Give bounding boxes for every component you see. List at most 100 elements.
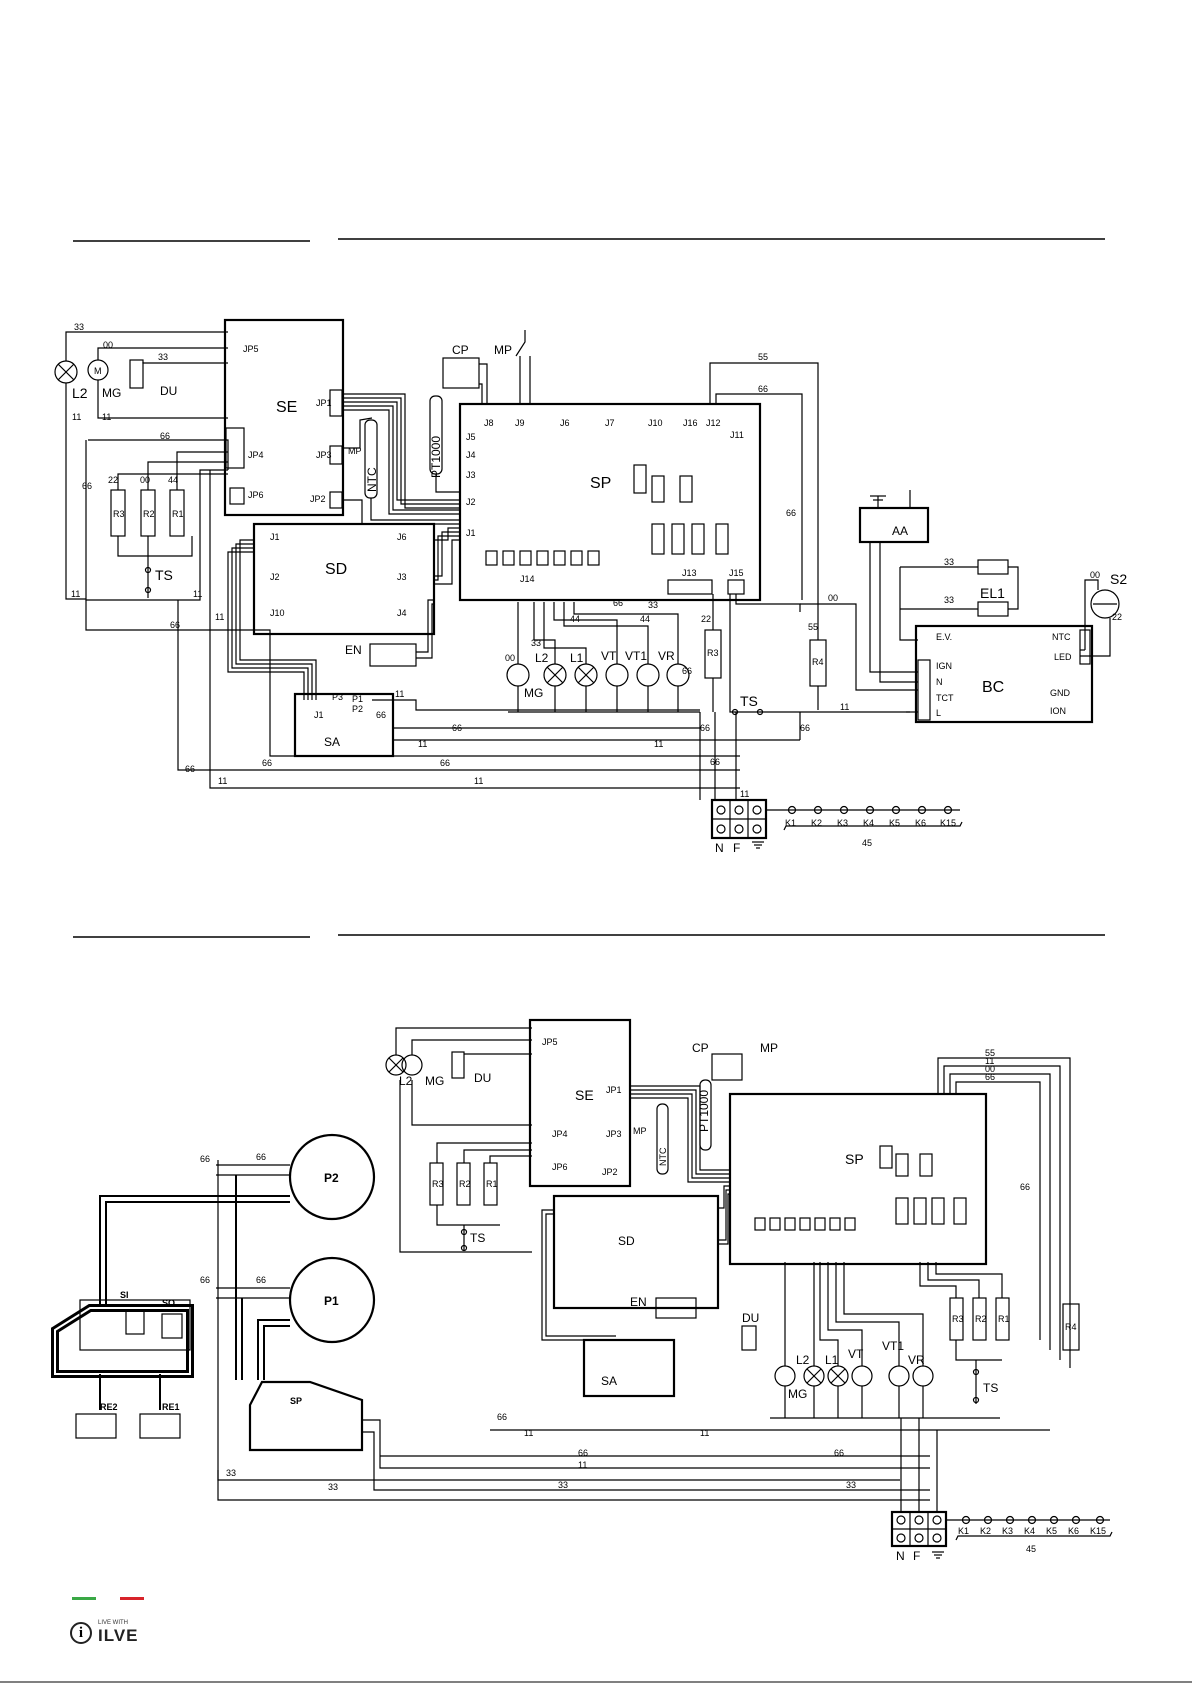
wire-55-b: 55	[808, 622, 818, 632]
label-ntc: NTC	[365, 467, 379, 492]
wire-11-f: 11	[218, 776, 227, 786]
load-b-vt: VT	[848, 1347, 864, 1361]
motor-mg-icon: M	[87, 359, 109, 381]
motor-vt-icon	[605, 663, 629, 687]
wire-11-i: 11	[654, 739, 663, 749]
conn-j7: J7	[605, 418, 615, 428]
conn-jp4: JP4	[248, 450, 264, 460]
wire-11-b5: 11	[578, 1460, 587, 1470]
conn-jp6: JP6	[248, 490, 264, 500]
conn-sa-p3: P3	[332, 692, 343, 702]
lamp-l2-bottom-icon	[385, 1054, 407, 1076]
hotplate-p1	[288, 1256, 376, 1344]
label-ntc-b: NTC	[658, 1147, 668, 1166]
wire-66-c: 66	[758, 384, 768, 394]
conn-sd-j6: J6	[397, 532, 407, 542]
ground-bottom-icon	[932, 1551, 944, 1559]
wire-66-j: 66	[700, 723, 710, 733]
key-k2: K2	[811, 818, 822, 828]
key-k4: K4	[863, 818, 874, 828]
terminal-f: F	[733, 841, 740, 855]
wire-44-a: 44	[168, 475, 178, 485]
conn-bc-ign: IGN	[936, 661, 952, 671]
board-se-b	[528, 1018, 632, 1188]
ground-icon	[752, 841, 764, 849]
motor-vt1-icon	[636, 663, 660, 687]
lamp-l2-icon	[54, 360, 78, 384]
svg-text:M: M	[94, 366, 102, 376]
conn-jp4-b: JP4	[552, 1129, 568, 1139]
label-mp-top: MP	[494, 343, 512, 357]
wire-66-b7: 66	[497, 1412, 507, 1422]
label-l2: L2	[72, 385, 88, 401]
label-p2: P2	[324, 1171, 339, 1185]
wire-66-b: 66	[82, 481, 92, 491]
wire-33-el2: 33	[944, 595, 954, 605]
conn-j8: J8	[484, 418, 494, 428]
wire-66-e: 66	[170, 620, 180, 630]
conn-j15: J15	[729, 568, 744, 578]
load-label-l2: L2	[535, 651, 549, 665]
conn-jp6-b: JP6	[552, 1162, 568, 1172]
label-p1: P1	[324, 1294, 339, 1308]
label-bc: BC	[982, 679, 1004, 696]
conn-j10: J10	[648, 418, 663, 428]
load-label-vt1: VT1	[625, 649, 647, 663]
conn-bc-l: L	[936, 708, 941, 718]
key-b-k3: K3	[1002, 1526, 1013, 1536]
conn-j5: J5	[466, 432, 476, 442]
wire-33-b7: 33	[558, 1480, 568, 1490]
load-row	[506, 663, 690, 687]
board-se	[223, 318, 345, 517]
wire-22-s2: 22	[1112, 612, 1122, 622]
label-mg-b: MG	[425, 1074, 444, 1088]
label-sa-b: SA	[601, 1374, 617, 1388]
wire-66-p1: 66	[200, 1275, 210, 1285]
label-mp-se-b: MP	[633, 1126, 647, 1136]
wire-66-sa: 66	[376, 710, 386, 720]
board-sp-b	[728, 1092, 988, 1266]
wire-66-b5: 66	[578, 1448, 588, 1458]
key-k1: K1	[785, 818, 796, 828]
conn-jp5-b: JP5	[542, 1037, 558, 1047]
label-mg: MG	[102, 386, 121, 400]
load-label-vr: VR	[658, 649, 675, 663]
label-ts-b: TS	[470, 1231, 485, 1245]
load-b-mg: MG	[788, 1387, 807, 1401]
wire-11-d: 11	[193, 589, 202, 599]
label-si: SI	[120, 1290, 129, 1300]
conn-j6: J6	[560, 418, 570, 428]
wire-11-sa: 11	[395, 689, 404, 699]
board-sa-b	[582, 1338, 676, 1398]
bottom-wiring-diagram: L2 MG DU SE JP5 JP1 JP3 JP4 JP6 JP2 R3 R…	[51, 1018, 1113, 1563]
label-sp2: SP	[290, 1396, 302, 1406]
key-k15: K15	[940, 818, 956, 828]
wire-66-d: 66	[786, 508, 796, 518]
wire-66-l: 66	[613, 598, 623, 608]
conn-jp5: JP5	[243, 344, 259, 354]
conn-bc-n: N	[936, 677, 943, 687]
wire-66-b3: 66	[1020, 1182, 1030, 1192]
wire-66-k: 66	[710, 757, 720, 767]
label-mp-b: MP	[760, 1041, 778, 1055]
wire-66-l3: 66	[682, 666, 692, 676]
label-pt1000: PT1000	[429, 436, 443, 478]
label-ts-b2: TS	[983, 1381, 998, 1395]
key-b-k6: K6	[1068, 1526, 1079, 1536]
sensor-s2-icon	[1090, 589, 1120, 619]
wire-66-a: 66	[160, 431, 170, 441]
relay-re1	[139, 1413, 181, 1439]
wire-44-l: 44	[570, 614, 580, 624]
wire-11-g: 11	[474, 776, 483, 786]
wire-11-b7: 11	[700, 1428, 709, 1438]
load-b-l2: L2	[796, 1353, 810, 1367]
conn-sa-p2: P2	[352, 704, 363, 714]
wire-11-b6: 11	[524, 1428, 533, 1438]
label-ts-right: TS	[740, 693, 758, 709]
wire-00-b: 00	[140, 475, 150, 485]
wire-33-a: 33	[74, 322, 84, 332]
conn-bc-gnd: GND	[1050, 688, 1071, 698]
conn-jp3: JP3	[316, 450, 332, 460]
wire-44-l2: 44	[640, 614, 650, 624]
